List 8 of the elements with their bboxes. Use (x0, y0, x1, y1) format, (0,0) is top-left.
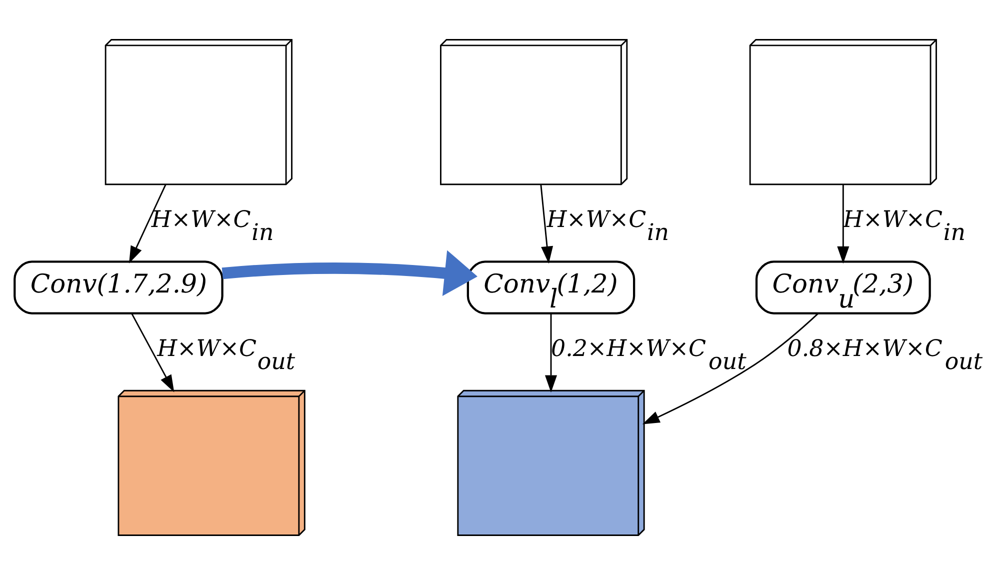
arrow (544, 313, 558, 392)
arrow (642, 312, 819, 424)
arrow (222, 250, 478, 296)
arrow (131, 312, 174, 392)
arrow (129, 184, 166, 264)
node-box: Conv(1.7,2.9) (14, 260, 224, 314)
arrow (540, 184, 554, 264)
arrow (837, 184, 850, 264)
